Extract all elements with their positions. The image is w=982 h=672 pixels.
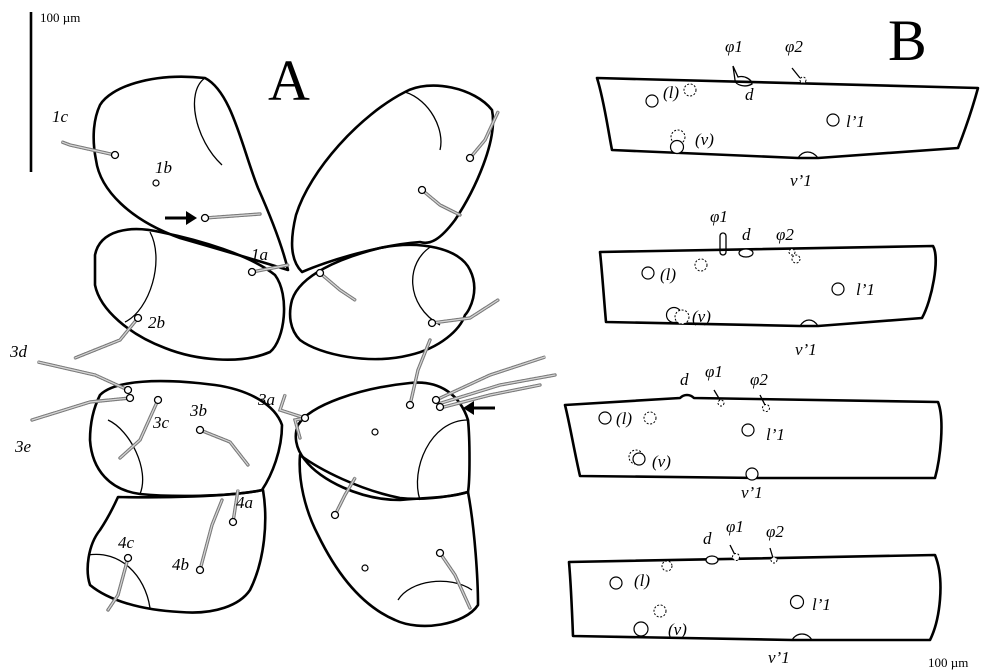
label-4a: 4a [236,493,253,512]
seta-1a [247,263,290,277]
trochanter-1-right-inner [412,245,441,326]
segment-2-label-l1: l’1 [856,280,875,299]
segment-2-label-d: d [742,225,751,244]
segment-2-label-phi2: φ2 [776,225,794,244]
segment-3-label-phi2: φ2 [750,370,768,389]
arrow-left-icon [463,401,495,415]
segment-1-label-phi2: φ2 [785,37,803,56]
coxa-1-right [290,84,495,274]
segment-2-label-v: (v) [692,307,711,326]
segment-4-label-v: (v) [668,620,687,639]
segment-4: φ1 φ2 d (l) (v) l’1 v’1 [567,517,942,667]
segment-1-label-l: (l) [663,83,679,102]
segment-3: φ1 φ2 d (l) (v) l’1 v’1 [563,362,943,502]
label-3a: 3a [257,390,275,409]
segment-2-label-phi1: φ1 [710,207,728,226]
seta-3d [36,360,133,395]
label-2b: 2b [148,313,165,332]
label-3b: 3b [189,401,207,420]
coxa-3-right-inner [416,419,469,501]
trochanter-1-right [288,243,476,361]
segment-1-label-d: d [745,85,754,104]
segment-1-label-v1: v’1 [790,171,812,190]
segment-1: φ1 φ2 d (l) (v) l’1 v’1 [595,37,980,190]
segment-4-label-l: (l) [634,571,650,590]
setae-right-coxa-3-cluster [431,355,557,412]
segment-3-label-l1: l’1 [766,425,785,444]
coxa-1-left [92,75,290,272]
seta-4c [106,553,133,612]
trochanter-4-left [86,488,267,614]
seta-right-coxa-1-distal [465,110,500,163]
label-1b: 1b [155,158,172,177]
segment-2-label-v1: v’1 [795,340,817,359]
segment-3-label-v1: v’1 [741,483,763,502]
panel-letter-a: A [268,48,310,113]
label-1c: 1c [52,107,69,126]
seta-right-trochanter-1-distal [427,298,500,328]
segment-3-label-phi1: φ1 [705,362,723,381]
seta-right-trochanter-4 [330,476,357,520]
pore-1b [152,179,160,187]
label-4c: 4c [118,533,135,552]
segment-1-label-v: (v) [695,130,714,149]
seta-right-coxa-3-mid [405,338,432,410]
seta-3a [277,393,310,440]
coxa-3-left-inner [107,419,144,495]
seta-4b [195,498,224,575]
segment-1-label-l1: l’1 [846,112,865,131]
pore-trochanter-4-right [361,564,369,572]
coxa-1-left-inner [193,77,223,166]
label-3c: 3c [152,413,170,432]
seta-right-trochanter-4-distal [435,548,472,610]
segment-3-label-d: d [680,370,689,389]
seta-3c [118,395,163,460]
trochanter-1-left [93,227,286,361]
label-3e: 3e [14,437,32,456]
seta-unlabeled-arrowed [200,212,262,223]
segment-2-label-l: (l) [660,265,676,284]
seta-2b [73,313,143,360]
pore-coxa-3-right [371,428,379,436]
trochanter-4-left-inner [87,553,151,609]
setae-panel-a [30,110,557,612]
seta-right-trochanter-1 [315,268,357,302]
trochanter-4-right [298,453,480,628]
label-3d: 3d [9,342,28,361]
segment-4-label-phi2: φ2 [766,522,784,541]
seta-3e [30,393,135,422]
seta-right-coxa-1-mid [417,185,462,217]
panel-a: 100 µm A [9,10,557,628]
segment-4-label-phi1: φ1 [726,517,744,536]
segment-3-label-l: (l) [616,409,632,428]
segment-1-label-phi1: φ1 [725,37,743,56]
panel-letter-b: B [888,8,927,73]
trochanter-1-left-inner [124,231,157,323]
scale-label-b: 100 µm [928,655,968,670]
segment-4-label-v1: v’1 [768,648,790,667]
label-4b: 4b [172,555,189,574]
seta-1c [60,140,120,160]
segment-4-label-d: d [703,529,712,548]
seta-3b [195,425,250,467]
coxa-3-right [294,381,471,502]
label-1a: 1a [251,245,268,264]
segment-2: φ1 φ2 d (l) (v) l’1 v’1 [598,207,937,359]
panel-b: B 100 µm φ1 φ2 d (l) (v) l’1 v’1 [563,8,980,670]
arrow-right-icon [165,211,197,225]
coxa-1-right-inner [404,91,442,151]
trochanter-4-right-inner [397,580,473,601]
segment-3-label-v: (v) [652,452,671,471]
seta-4a [228,488,240,527]
scale-label-a: 100 µm [40,10,80,25]
segment-4-label-l1: l’1 [812,595,831,614]
